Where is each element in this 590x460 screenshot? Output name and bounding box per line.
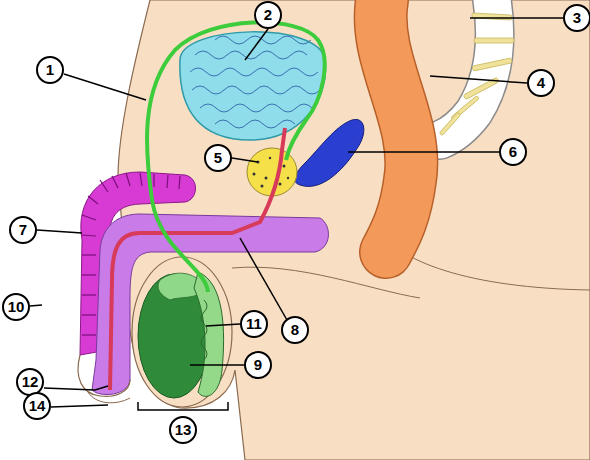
callout-number: 8 bbox=[281, 316, 309, 344]
callout-number: 10 bbox=[2, 293, 30, 321]
foreskin bbox=[88, 392, 130, 403]
callout-number: 11 bbox=[240, 310, 268, 338]
callout-number: 3 bbox=[563, 4, 590, 32]
leader-lines bbox=[30, 18, 563, 410]
epididymis-detail bbox=[201, 300, 207, 360]
vas-deferens bbox=[147, 22, 325, 292]
spine bbox=[440, 0, 495, 140]
callout-number: 9 bbox=[244, 351, 272, 379]
bladder-texture bbox=[190, 36, 320, 128]
callout-number: 4 bbox=[527, 69, 555, 97]
callout-number: 13 bbox=[169, 416, 197, 444]
callout-number: 5 bbox=[204, 144, 232, 172]
vertebral-discs bbox=[439, 13, 514, 136]
rectum bbox=[381, 0, 412, 252]
callout-number: 14 bbox=[23, 392, 51, 420]
callout-number: 7 bbox=[9, 216, 37, 244]
callout-number: 2 bbox=[254, 1, 282, 29]
callout-number: 1 bbox=[36, 56, 64, 84]
callout-number: 6 bbox=[499, 138, 527, 166]
rectum-outline bbox=[381, 0, 412, 252]
seminal-vesicle bbox=[295, 119, 364, 186]
scrotum bbox=[132, 257, 232, 407]
spine-fill bbox=[440, 0, 495, 140]
prostate bbox=[247, 148, 297, 196]
